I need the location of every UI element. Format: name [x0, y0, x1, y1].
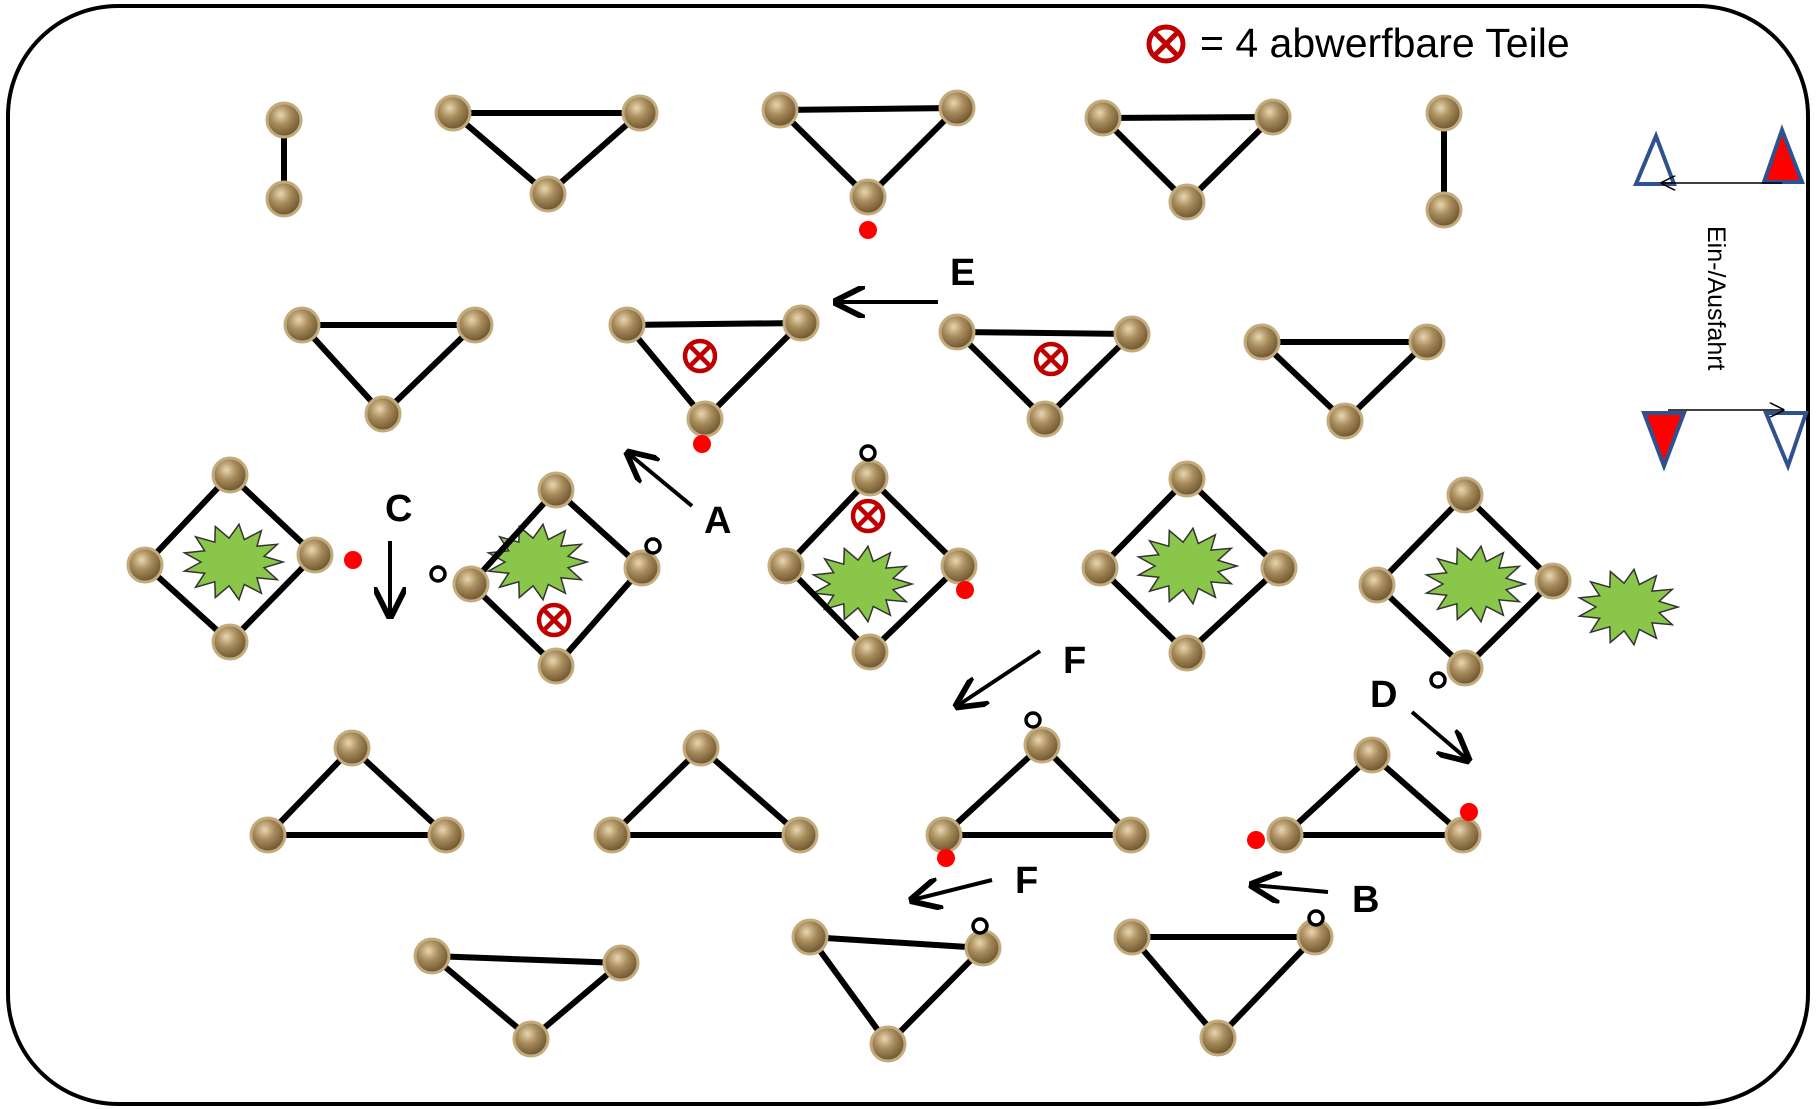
pole-bead: [684, 731, 718, 765]
pole-bead: [458, 308, 492, 342]
red-dot-marker: [1247, 831, 1265, 849]
pole-bead: [625, 551, 659, 585]
label-d: D: [1370, 674, 1397, 716]
pole-bead: [783, 818, 817, 852]
cross-circle-icon: [685, 341, 715, 371]
pole-bead: [1086, 101, 1120, 135]
pole-bead: [1427, 96, 1461, 130]
pole-bead: [267, 182, 301, 216]
pole-bead: [514, 1022, 548, 1056]
pole-bead: [1268, 818, 1302, 852]
label-c: C: [385, 488, 412, 530]
pole-bead: [853, 461, 887, 495]
pole-bead: [1355, 738, 1389, 772]
ring-marker: [861, 446, 875, 460]
pole-bead: [942, 549, 976, 583]
pole-bead: [610, 308, 644, 342]
pole-bead: [604, 946, 638, 980]
legend-text: = 4 abwerfbare Teile: [1200, 20, 1570, 66]
pole-bead: [436, 96, 470, 130]
pole-bead: [1536, 564, 1570, 598]
pole-bead: [595, 818, 629, 852]
label-e: E: [950, 252, 975, 294]
red-dot-marker: [859, 221, 877, 239]
pole-bead: [298, 538, 332, 572]
label-b: B: [1352, 879, 1379, 921]
pole-bead: [531, 177, 565, 211]
cross-circle-icon: [1149, 27, 1183, 61]
pole-bead: [1448, 478, 1482, 512]
pole-bead: [1083, 551, 1117, 585]
pole-bead: [763, 93, 797, 127]
pole-bead: [1114, 818, 1148, 852]
ring-marker: [431, 567, 445, 581]
cross-circle-icon: [1036, 344, 1066, 374]
pole-bead: [769, 549, 803, 583]
pole-bead: [853, 635, 887, 669]
ring-marker: [973, 919, 987, 933]
pole-bead: [1115, 317, 1149, 351]
pole-bead: [793, 920, 827, 954]
pole-bead: [871, 1027, 905, 1061]
pole-bead: [1256, 100, 1290, 134]
pole-bead: [940, 315, 974, 349]
pole-bead: [688, 402, 722, 436]
pole-bead: [267, 103, 301, 137]
pole-bead: [1245, 325, 1279, 359]
label-f2: F: [1015, 860, 1038, 902]
pole-bead: [251, 818, 285, 852]
gate-label: Ein-/Ausfahrt: [1702, 226, 1730, 371]
red-dot-marker: [956, 581, 974, 599]
label-a: A: [704, 500, 731, 542]
pole-bead: [1360, 568, 1394, 602]
cross-circle-icon: [853, 501, 883, 531]
pole-bead: [966, 931, 1000, 965]
pole-bead: [1446, 818, 1480, 852]
pole-bead: [429, 818, 463, 852]
red-dot-marker: [693, 435, 711, 453]
pole-bead: [454, 567, 488, 601]
ring-marker: [1431, 673, 1445, 687]
pole-bead: [1028, 402, 1062, 436]
pole-bead: [539, 473, 573, 507]
pole-bead: [213, 625, 247, 659]
pole-bead: [1170, 636, 1204, 670]
pole-bead: [213, 458, 247, 492]
pole-bead: [335, 731, 369, 765]
pole-bead: [1115, 920, 1149, 954]
pole-bead: [1201, 1021, 1235, 1055]
pole-bead: [1410, 325, 1444, 359]
cross-circle-icon: [539, 605, 569, 635]
pole-bead: [623, 96, 657, 130]
ring-marker: [646, 539, 660, 553]
pole-bead: [128, 548, 162, 582]
pole-bead: [415, 939, 449, 973]
pole-bead: [784, 306, 818, 340]
label-f1: F: [1063, 640, 1086, 682]
red-dot-marker: [344, 551, 362, 569]
ring-marker: [1026, 713, 1040, 727]
pole-bead: [1170, 185, 1204, 219]
pole-bead: [940, 91, 974, 125]
pole-bead: [539, 649, 573, 683]
pole-bead: [1328, 404, 1362, 438]
pole-bead: [285, 308, 319, 342]
pole-bead: [851, 180, 885, 214]
ring-marker: [1309, 911, 1323, 925]
red-dot-marker: [937, 849, 955, 867]
red-dot-marker: [1460, 803, 1478, 821]
pole-bead: [1025, 728, 1059, 762]
legend: = 4 abwerfbare Teile: [1149, 20, 1570, 66]
pole-bead: [1427, 193, 1461, 227]
pole-bead: [1448, 651, 1482, 685]
arena-border: [8, 6, 1808, 1104]
pole-bead: [1170, 462, 1204, 496]
pole-bead: [927, 818, 961, 852]
pole-bead: [1262, 551, 1296, 585]
pole-bead: [366, 397, 400, 431]
